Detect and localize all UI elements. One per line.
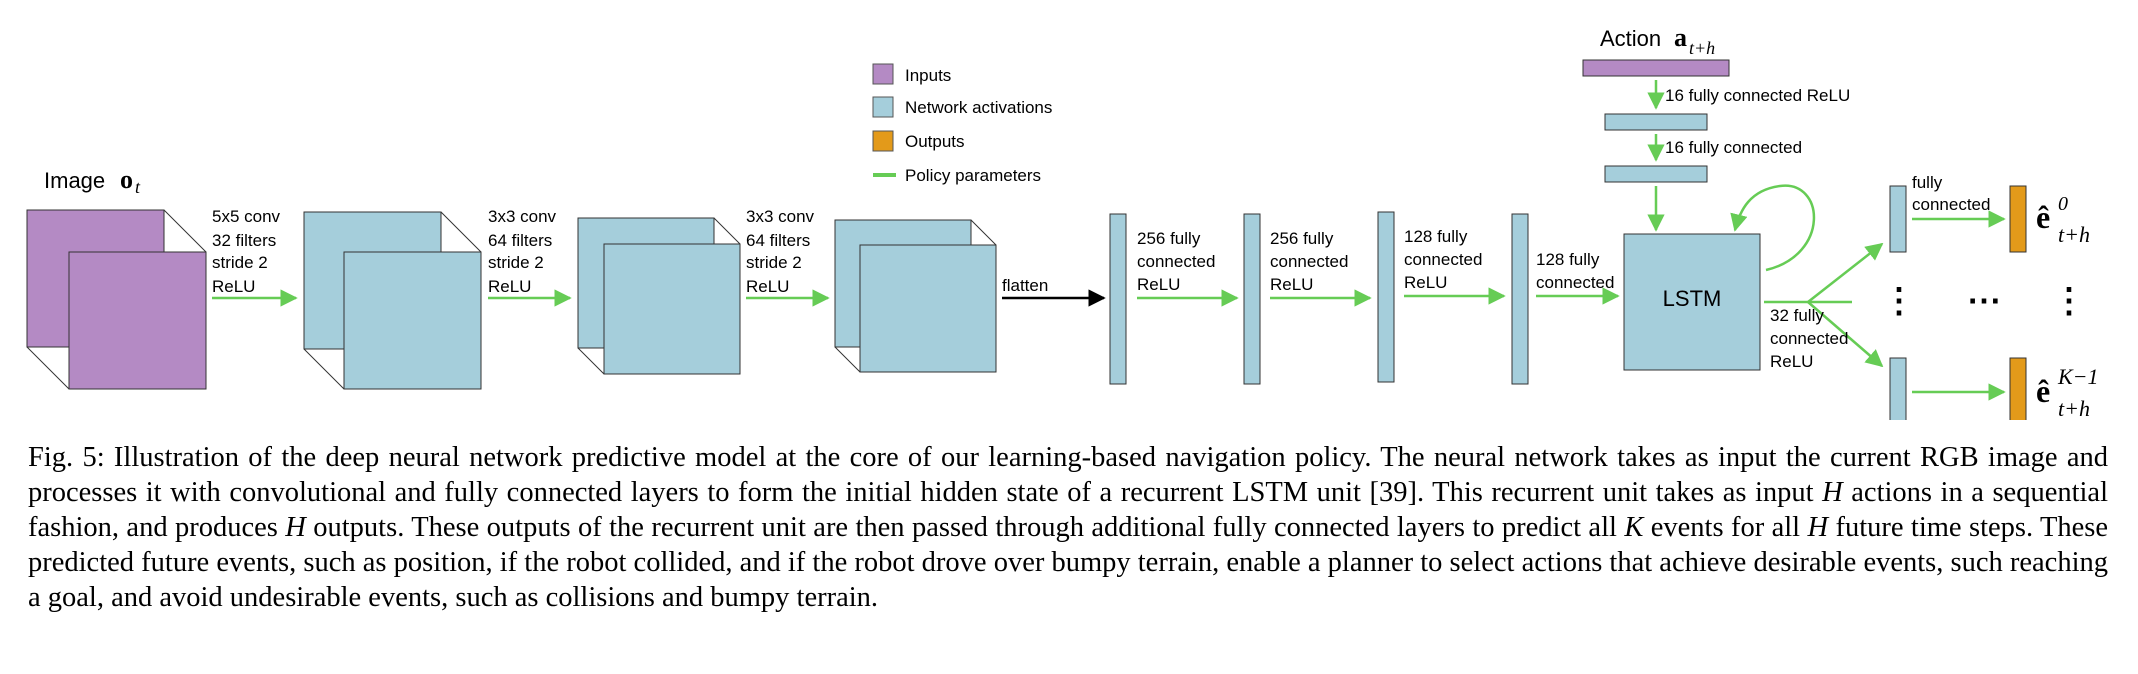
svg-text:32 fully: 32 fully	[1770, 306, 1824, 325]
svg-text:ReLU: ReLU	[746, 277, 789, 296]
svg-text:stride 2: stride 2	[488, 253, 544, 272]
svg-text:connected: connected	[1404, 250, 1482, 269]
action-fc1-label: 16 fully connected ReLU	[1665, 86, 1850, 105]
svg-text:stride 2: stride 2	[212, 253, 268, 272]
conv3-activation	[834, 219, 997, 373]
svg-text:ReLU: ReLU	[1770, 352, 1813, 371]
fc4-label: 128 fully connected	[1536, 250, 1614, 292]
svg-text:5x5 conv: 5x5 conv	[212, 207, 281, 226]
caption-mid1: actions in a sequential fashion, and pro…	[28, 477, 2108, 543]
svg-text:ReLU: ReLU	[212, 277, 255, 296]
action-label: Action	[1600, 26, 1661, 51]
fc-bar-2	[1243, 213, 1261, 385]
svg-text:128 fully: 128 fully	[1404, 227, 1468, 246]
caption-var-h2: H	[285, 512, 306, 543]
output-bottom-subscript: t+h	[2058, 396, 2090, 420]
conv1-label: 5x5 conv 32 filters stride 2 ReLU	[212, 207, 281, 296]
svg-text:64 filters: 64 filters	[746, 231, 810, 250]
fc-bar-4	[1511, 213, 1529, 385]
flatten-label: flatten	[1002, 276, 1048, 295]
action-input-bar	[1582, 59, 1730, 77]
svg-text:ReLU: ReLU	[488, 277, 531, 296]
legend-inputs-swatch	[872, 63, 894, 85]
action-subscript: t+h	[1689, 38, 1715, 58]
caption-end: future time steps. These predicted futur…	[28, 512, 2109, 613]
svg-text:3x3 conv: 3x3 conv	[488, 207, 557, 226]
legend-activations-label: Network activations	[905, 98, 1052, 117]
action-hidden-bar-2	[1604, 165, 1708, 183]
fc-bar-1	[1109, 213, 1127, 385]
caption-mid2: outputs. These outputs of the recurrent …	[313, 512, 1617, 543]
svg-text:connected: connected	[1270, 252, 1348, 271]
network-diagram: Inputs Network activations Outputs Polic…	[26, 23, 2099, 420]
caption-var-h1: H	[1822, 477, 1843, 508]
svg-text:connected: connected	[1770, 329, 1848, 348]
svg-text:ReLU: ReLU	[1137, 275, 1180, 294]
svg-text:3x3 conv: 3x3 conv	[746, 207, 815, 226]
legend-outputs-label: Outputs	[905, 132, 965, 151]
out-fc-label: 32 fully connected ReLU	[1770, 306, 1848, 371]
output-bar-top	[2009, 185, 2027, 253]
lstm-recurrent-arrow	[1730, 184, 1816, 272]
image-input: Image o t	[26, 165, 207, 390]
output-top-symbol: ê	[2036, 199, 2050, 235]
legend-policy-label: Policy parameters	[905, 166, 1041, 185]
conv2-activation	[577, 217, 741, 375]
svg-text:connected: connected	[1137, 252, 1215, 271]
action-symbol: a	[1674, 23, 1687, 52]
svg-text:256 fully: 256 fully	[1137, 229, 1201, 248]
lstm-box	[1623, 233, 1761, 371]
action-hidden-bar-1	[1604, 113, 1708, 131]
svg-text:connected: connected	[1912, 195, 1990, 214]
head-bar-top	[1889, 185, 1907, 253]
conv3-label: 3x3 conv 64 filters stride 2 ReLU	[746, 207, 815, 296]
caption-var-h3: H	[1807, 512, 1829, 543]
lstm-out-arrow-bottom	[1807, 301, 1884, 368]
svg-text:128 fully: 128 fully	[1536, 250, 1600, 269]
fc-bar-3	[1377, 211, 1395, 383]
conv1-activation	[303, 211, 482, 390]
svg-text:32 filters: 32 filters	[212, 231, 276, 250]
legend-inputs-label: Inputs	[905, 66, 951, 85]
svg-text:ReLU: ReLU	[1270, 275, 1313, 294]
head-fc-label: fully connected	[1912, 173, 1990, 214]
action-fc2-label: 16 fully connected	[1665, 138, 1802, 157]
legend-outputs-swatch	[872, 130, 894, 152]
lstm-out-arrow-top	[1807, 242, 1884, 303]
caption-mid3: events for all	[1650, 512, 1801, 543]
svg-text:connected: connected	[1536, 273, 1614, 292]
svg-text:fully: fully	[1912, 173, 1943, 192]
caption-var-k: K	[1624, 512, 1644, 543]
head-bar-bottom	[1889, 357, 1907, 420]
lstm-label: LSTM	[1663, 286, 1722, 311]
image-front-face	[68, 251, 207, 390]
fc3-label: 128 fully connected ReLU	[1404, 227, 1482, 292]
output-top-subscript: t+h	[2058, 222, 2090, 247]
image-label: Image	[44, 168, 105, 193]
output-bottom-superscript: K−1	[2057, 364, 2099, 389]
legend-activations-swatch	[872, 96, 894, 118]
output-bottom-symbol: ê	[2036, 373, 2050, 409]
legend: Inputs Network activations Outputs Polic…	[872, 63, 1052, 185]
svg-text:256 fully: 256 fully	[1270, 229, 1334, 248]
ellipsis-dots: ⋮ ⋯ ⋮	[1882, 283, 2086, 320]
image-symbol: o	[120, 165, 133, 194]
caption-prefix: Fig. 5: Illustration of the deep neural …	[28, 442, 2108, 508]
fc1-label: 256 fully connected ReLU	[1137, 229, 1215, 294]
conv2-label: 3x3 conv 64 filters stride 2 ReLU	[488, 207, 557, 296]
figure-caption: Fig. 5: Illustration of the deep neural …	[28, 440, 2108, 615]
svg-text:64 filters: 64 filters	[488, 231, 552, 250]
output-top-superscript: 0	[2058, 193, 2068, 215]
svg-text:ReLU: ReLU	[1404, 273, 1447, 292]
image-subscript: t	[135, 177, 141, 197]
output-bar-bottom	[2009, 357, 2027, 420]
fc2-label: 256 fully connected ReLU	[1270, 229, 1348, 294]
svg-text:stride 2: stride 2	[746, 253, 802, 272]
